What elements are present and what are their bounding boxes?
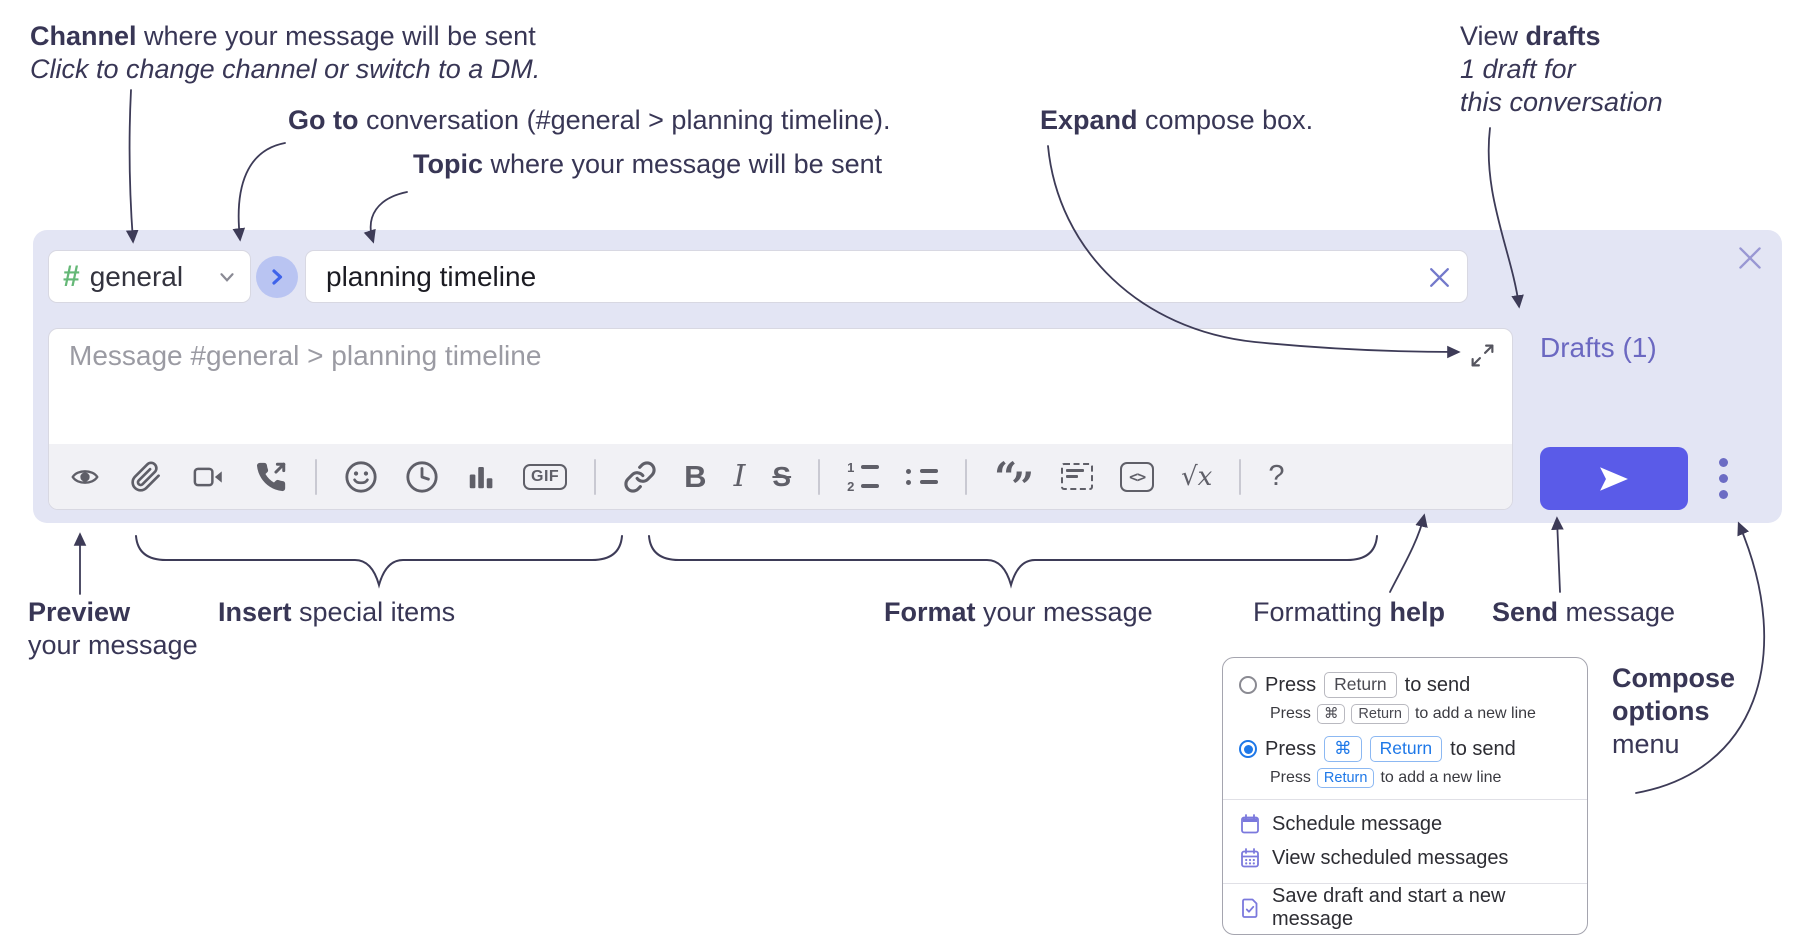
send-button[interactable]: [1540, 447, 1688, 510]
menu-item-view-scheduled[interactable]: View scheduled messages: [1239, 842, 1571, 874]
radio-selected-icon[interactable]: [1239, 740, 1257, 758]
message-textarea[interactable]: Message #general > planning timeline: [48, 328, 1513, 510]
emoji-icon[interactable]: [344, 460, 378, 494]
message-formatting-help-icon[interactable]: ?: [1268, 460, 1285, 492]
chevron-right-icon: [272, 269, 283, 285]
formatting-help-annotation: Formatting help: [1253, 597, 1446, 627]
topic-annotation: Topic where your message will be sent: [413, 149, 883, 179]
expand-annotation: Expand compose box.: [1040, 105, 1314, 135]
menu-item-schedule-message[interactable]: Schedule message: [1239, 808, 1571, 840]
toolbar-divider: [818, 458, 821, 495]
compose-toolbar: GIF B I S 1 2: [49, 444, 1512, 509]
attach-file-icon[interactable]: [130, 461, 162, 493]
go-to-conversation-button[interactable]: [256, 256, 298, 298]
message-placeholder: Message #general > planning timeline: [69, 340, 542, 371]
bulleted-list-icon[interactable]: [906, 468, 939, 485]
channel-hash-icon: #: [63, 259, 80, 293]
topic-input[interactable]: planning timeline: [305, 250, 1468, 303]
toolbar-divider: [315, 458, 317, 495]
return-key: Return: [1351, 703, 1409, 725]
toolbar-divider: [594, 458, 597, 495]
cmd-key: ⌘: [1316, 703, 1346, 725]
code-icon[interactable]: <>: [1120, 461, 1155, 492]
menu-item-save-draft[interactable]: Save draft and start a new message: [1239, 885, 1571, 930]
numbered-list-icon[interactable]: 1 2: [847, 461, 880, 493]
menu-divider: [1223, 883, 1587, 884]
insert-annotation: Insert special items: [218, 597, 456, 627]
option-enter-sends-subtext: Press ⌘ Return to add a new line: [1270, 702, 1571, 726]
quote-icon[interactable]: “”: [994, 453, 1035, 510]
strikethrough-icon[interactable]: S: [772, 460, 792, 492]
view-drafts-annotation: View drafts 1 draft for this conversatio…: [1460, 21, 1663, 117]
link-icon[interactable]: [623, 460, 657, 494]
voice-call-icon[interactable]: [254, 460, 288, 494]
italic-icon[interactable]: I: [733, 458, 746, 494]
cmd-key: ⌘: [1324, 736, 1362, 762]
return-key: Return: [1369, 736, 1443, 762]
bold-icon[interactable]: B: [684, 459, 707, 494]
math-icon[interactable]: √x: [1181, 461, 1213, 492]
topic-value: planning timeline: [326, 260, 537, 292]
channel-annotation: Channel where your message will be sent …: [30, 21, 541, 84]
send-annotation: Send message: [1492, 597, 1676, 627]
gif-icon[interactable]: GIF: [523, 463, 568, 490]
chevron-down-icon: [216, 266, 238, 288]
compose-box: # general planning timeline Message #gen…: [33, 230, 1782, 523]
return-key: Return: [1316, 767, 1375, 789]
compose-options-menu: Press Return to send Press ⌘ Return to a…: [1222, 657, 1588, 935]
toolbar-divider: [1239, 458, 1242, 495]
format-annotation: Format your message: [884, 597, 1153, 627]
send-icon: [1600, 466, 1628, 491]
preview-icon[interactable]: [67, 463, 103, 491]
spoiler-icon[interactable]: [1061, 463, 1094, 490]
global-time-icon[interactable]: [405, 460, 439, 494]
expand-compose-icon[interactable]: [1469, 342, 1496, 369]
menu-divider: [1223, 799, 1587, 800]
channel-selector[interactable]: # general: [48, 250, 251, 303]
go-to-annotation: Go to conversation (#general > planning …: [288, 105, 891, 135]
drafts-link[interactable]: Drafts (1): [1540, 332, 1657, 363]
poll-icon[interactable]: [466, 462, 496, 492]
toolbar-divider: [965, 458, 968, 495]
option-cmd-enter-sends-subtext: Press Return to add a new line: [1270, 766, 1571, 790]
return-key: Return: [1324, 672, 1397, 698]
compose-options-annotation: Compose options menu: [1612, 663, 1736, 759]
close-compose-icon[interactable]: [1733, 241, 1767, 275]
radio-unselected-icon[interactable]: [1239, 676, 1257, 694]
video-call-icon[interactable]: [189, 462, 227, 492]
draft-file-check-icon: [1239, 897, 1261, 919]
calendar-days-icon: [1239, 847, 1261, 869]
compose-options-menu-button[interactable]: [1719, 458, 1728, 499]
calendar-icon: [1239, 813, 1261, 835]
clear-topic-icon[interactable]: [1426, 264, 1453, 291]
option-cmd-enter-sends[interactable]: Press ⌘ Return to send: [1239, 734, 1571, 764]
preview-annotation: Preview your message: [28, 597, 198, 660]
option-enter-sends[interactable]: Press Return to send: [1239, 670, 1571, 700]
channel-name: general: [89, 260, 184, 292]
